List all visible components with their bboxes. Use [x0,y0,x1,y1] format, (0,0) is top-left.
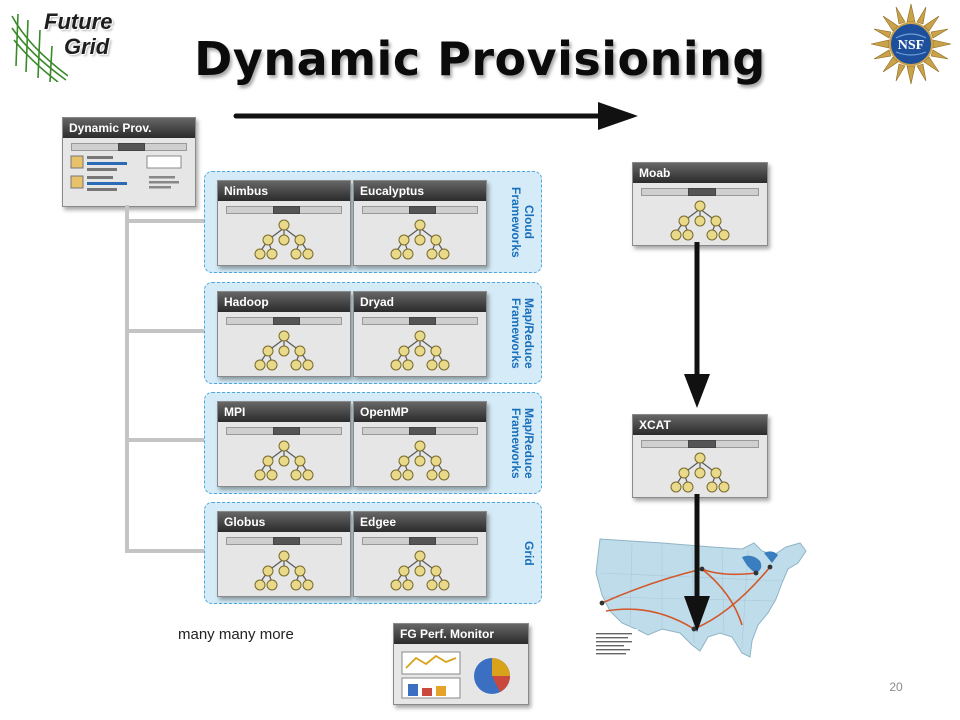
group-label-line: Grid [522,540,536,566]
nsf-logo-text: NSF [898,38,924,53]
framework-window: Dryad [353,291,487,377]
window-tab-bar [362,537,478,545]
window-tab-bar [226,537,342,545]
connector-branch [125,438,207,442]
framework-window: Nimbus [217,180,351,266]
tree-icon [670,200,730,241]
moab-window: Moab [632,162,768,246]
dynamic-prov-title: Dynamic Prov. [63,118,195,138]
window-tab-bar [226,427,342,435]
nsf-logo: NSF [870,3,952,85]
slide-title: Dynamic Provisioning [194,32,766,86]
framework-window: Hadoop [217,291,351,377]
group-label-line: Frameworks [509,186,523,258]
connector-branch [125,329,207,333]
framework-group-label: Grid [495,507,536,599]
moab-title: Moab [633,163,767,183]
perf-monitor-window: FG Perf. Monitor [393,623,529,705]
top-arrow [233,102,638,130]
logo-text-future: Future [44,9,113,34]
framework-window: Eucalyptus [353,180,487,266]
tree-icon [254,219,314,260]
arrow-moab-to-xcat [684,242,710,408]
framework-window-title: Hadoop [218,292,350,312]
many-more-note: many many more [178,626,294,643]
slide-number: 20 [889,680,903,694]
tree-icon [390,550,450,591]
framework-window-title: Eucalyptus [354,181,486,201]
window-tab-bar [226,317,342,325]
window-tab-bar [362,206,478,214]
framework-window-title: Edgee [354,512,486,532]
connector-branch [125,549,207,553]
window-tab-bar [641,440,759,448]
window-tab-bar [362,317,478,325]
framework-window: Globus [217,511,351,597]
futuregrid-logo: Future Grid [8,6,126,82]
group-label-line: Map/Reduce [522,407,536,479]
connector-trunk [125,205,129,553]
window-tab-bar [362,427,478,435]
tree-icon [254,330,314,371]
group-label-line: Frameworks [509,297,523,369]
group-label-line: Frameworks [509,407,523,479]
controller-list [70,155,182,191]
tree-icon [254,550,314,591]
group-label-line: Cloud [522,205,536,239]
framework-window-title: MPI [218,402,350,422]
framework-window-title: OpenMP [354,402,486,422]
perf-monitor-title: FG Perf. Monitor [394,624,528,644]
framework-window-title: Globus [218,512,350,532]
framework-window: MPI [217,401,351,487]
tree-icon [254,440,314,481]
tree-icon [390,330,450,371]
framework-window: Edgee [353,511,487,597]
group-label-line: Map/Reduce [522,297,536,369]
xcat-window: XCAT [632,414,768,498]
framework-window-title: Dryad [354,292,486,312]
dynamic-prov-window: Dynamic Prov. [62,117,196,207]
window-tab-bar [226,206,342,214]
perf-charts-icon [401,651,510,699]
tree-icon [670,452,730,493]
framework-window-title: Nimbus [218,181,350,201]
futuregrid-logo-graphic [11,13,68,82]
window-tab-bar [71,143,187,151]
logo-text-grid: Grid [64,34,110,59]
window-tab-bar [641,188,759,196]
tree-icon [390,440,450,481]
tree-icon [390,219,450,260]
framework-window: OpenMP [353,401,487,487]
connector-branch [125,219,207,223]
arrow-xcat-to-map [684,494,710,632]
xcat-title: XCAT [633,415,767,435]
